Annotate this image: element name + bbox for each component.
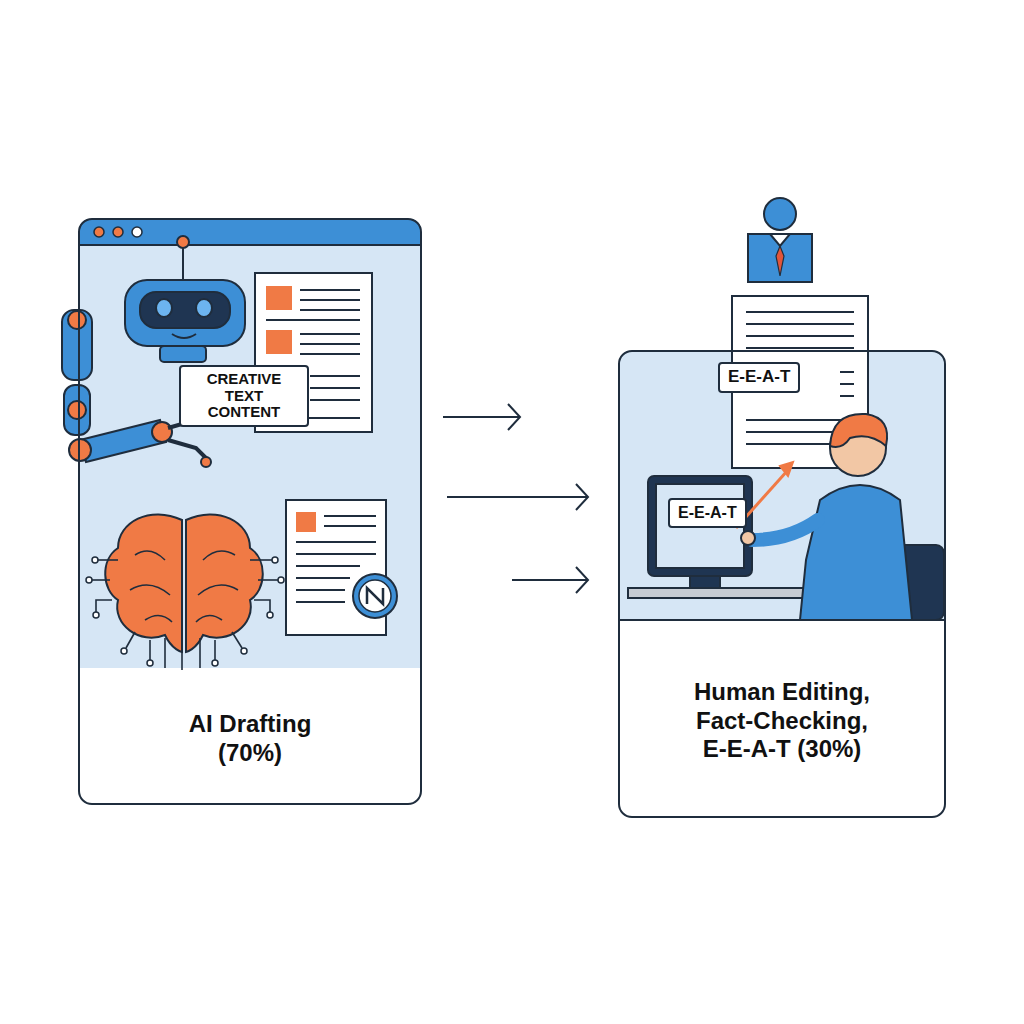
drafting-panel: AI Drafting (70%) CREATIVE TEXT CONTENT (78, 218, 422, 805)
panel-caption-area: AI Drafting (70%) (80, 670, 420, 807)
brain-circuit (86, 514, 284, 670)
bubble-text: E-E-A-T (678, 504, 737, 522)
robot-head (125, 236, 245, 362)
speech-bubble: E-E-A-T (718, 362, 800, 393)
workstation (628, 414, 944, 620)
panel-caption-area: Human Editing, Fact-Checking, E-E-A-T (3… (620, 622, 944, 820)
editing-panel: Human Editing, Fact-Checking, E-E-A-T (3… (618, 350, 946, 818)
flow-arrow (447, 484, 588, 510)
screen-label: E-E-A-T (668, 498, 747, 528)
bubble-text: E-E-A-T (728, 368, 790, 387)
speech-box: CREATIVE TEXT CONTENT (179, 365, 309, 427)
right-panel-ground (619, 351, 945, 817)
panel-caption: Human Editing, Fact-Checking, E-E-A-T (3… (687, 678, 877, 764)
left-panel-ground (79, 219, 421, 804)
bubble-text: CREATIVE TEXT CONTENT (189, 371, 299, 421)
flow-arrow (443, 404, 520, 430)
document (286, 500, 397, 635)
flow-arrow (512, 567, 588, 593)
panel-caption: AI Drafting (70%) (165, 710, 335, 768)
reviewer-icon (748, 198, 812, 282)
